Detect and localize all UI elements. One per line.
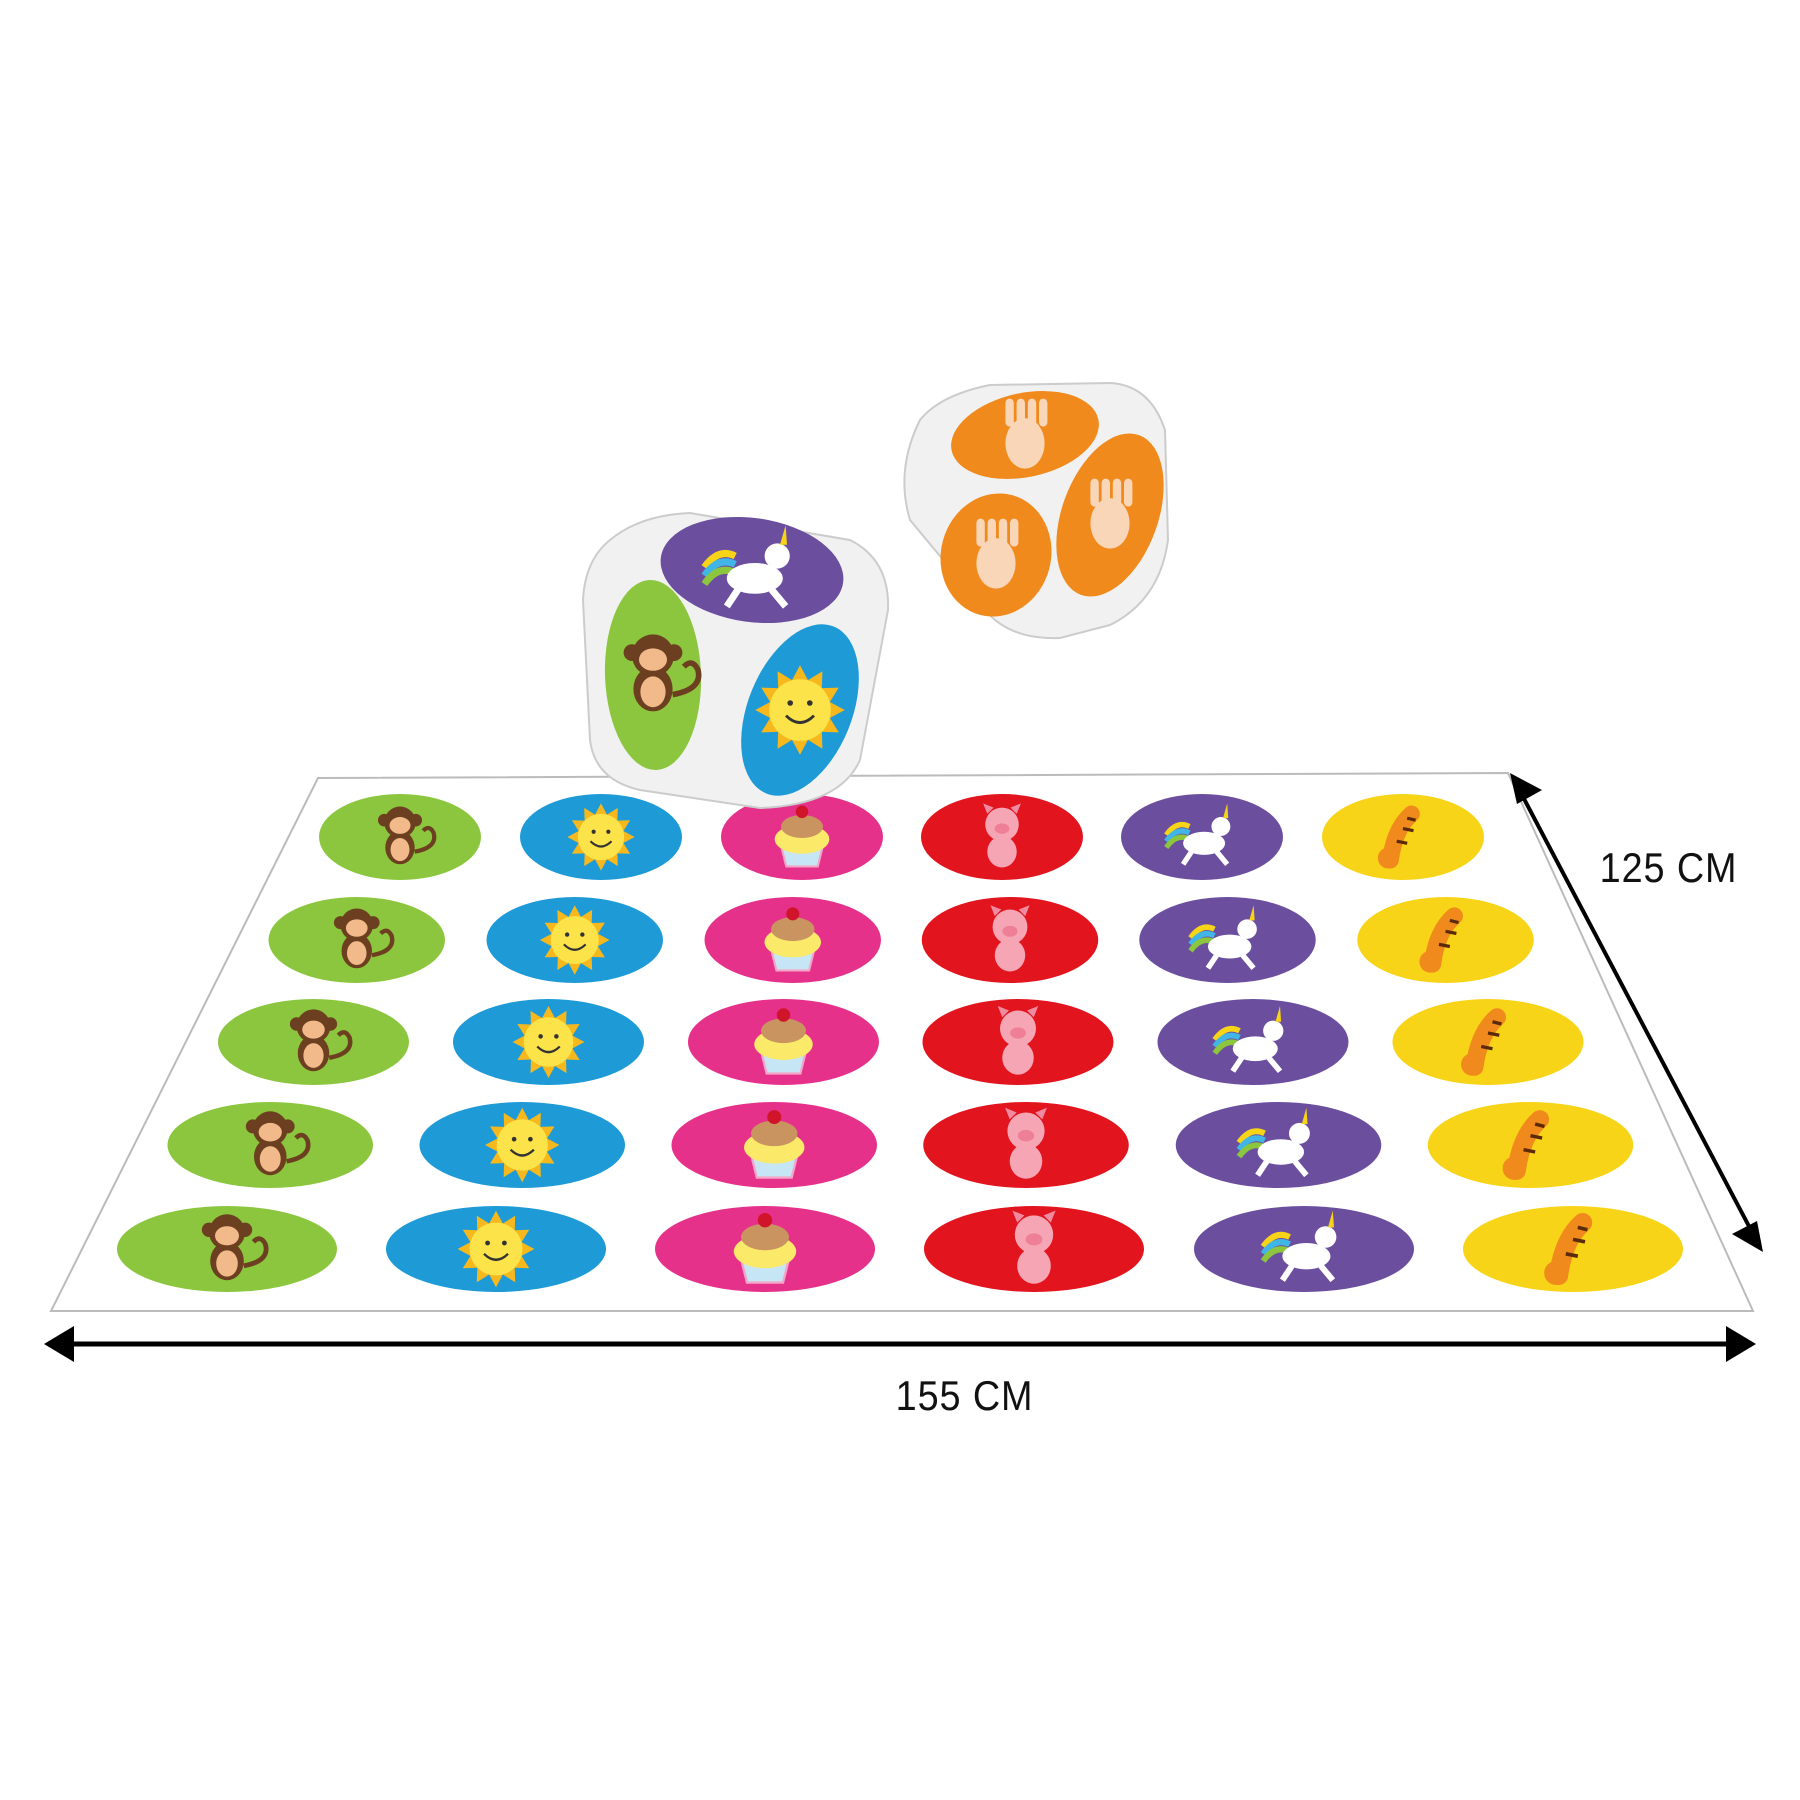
mat-tile-sun xyxy=(520,794,682,880)
sun-icon xyxy=(512,1006,585,1078)
cupcake-icon xyxy=(733,1213,797,1284)
dice xyxy=(581,381,1170,810)
sun-icon xyxy=(567,803,635,871)
mat-tile-pig xyxy=(924,1206,1144,1292)
mat-tile-sun xyxy=(386,1206,606,1292)
pig-icon xyxy=(1012,1210,1056,1284)
mat-tile-cupcake xyxy=(721,794,883,880)
unicorn-icon xyxy=(1236,1107,1310,1178)
mat-tile-tiger xyxy=(1392,999,1584,1085)
sun-icon xyxy=(755,665,845,755)
mat-tile-pig xyxy=(921,897,1099,983)
unicorn-icon xyxy=(1260,1210,1337,1283)
depth-label: 125 CM xyxy=(1599,844,1738,891)
hand-foot-die xyxy=(903,381,1170,640)
pig-icon xyxy=(983,803,1021,868)
mat-tile-monkey xyxy=(218,999,409,1085)
mat-tile-monkey xyxy=(167,1102,373,1188)
mat-tile-cupcake xyxy=(655,1206,875,1292)
monkey-icon xyxy=(289,1009,353,1072)
tiger-icon xyxy=(1544,1212,1593,1286)
mat-tile-tiger xyxy=(1322,794,1484,880)
mat-tile-cupcake xyxy=(671,1102,877,1188)
mat-tile-unicorn xyxy=(1121,794,1283,880)
mat-tile-unicorn xyxy=(1194,1206,1414,1292)
mat-tile-tiger xyxy=(1427,1102,1634,1188)
symbol-die xyxy=(581,511,890,810)
monkey-icon xyxy=(201,1214,269,1281)
mat-tile-unicorn xyxy=(1175,1102,1382,1188)
unicorn-icon xyxy=(701,525,790,609)
tiger-icon xyxy=(1377,805,1420,869)
tiger-icon xyxy=(1502,1110,1550,1180)
cupcake-icon xyxy=(754,1008,813,1075)
tiger-icon xyxy=(1461,1008,1506,1076)
unicorn-icon xyxy=(1188,905,1257,971)
foot-icon xyxy=(1005,398,1048,469)
tiger-icon xyxy=(1419,907,1463,973)
mat-tile-pig xyxy=(921,794,1083,880)
monkey-icon xyxy=(333,908,395,969)
hand-icon xyxy=(1090,478,1133,549)
pig-icon xyxy=(997,1006,1039,1075)
depth-arrow xyxy=(1510,773,1763,1252)
monkey-icon xyxy=(623,634,702,712)
mat-tiles xyxy=(117,794,1683,1292)
width-arrow xyxy=(44,1326,1756,1362)
mat-tile-cupcake xyxy=(688,999,879,1085)
cupcake-icon xyxy=(764,907,822,972)
mat-tile-cupcake xyxy=(704,897,881,983)
mat-tile-tiger xyxy=(1463,1206,1683,1292)
mat-tile-pig xyxy=(922,999,1114,1085)
mat-tile-sun xyxy=(486,897,663,983)
sun-icon xyxy=(539,905,610,975)
unicorn-icon xyxy=(1212,1006,1284,1074)
cupcake-icon xyxy=(744,1110,805,1179)
mat-tile-sun xyxy=(453,999,644,1085)
pig-icon xyxy=(990,905,1030,972)
mat-tile-monkey xyxy=(117,1206,337,1292)
width-label: 155 CM xyxy=(895,1372,1034,1419)
monkey-icon xyxy=(377,806,437,865)
mat-tile-sun xyxy=(419,1102,625,1188)
unicorn-icon xyxy=(1164,803,1231,866)
mat-tile-tiger xyxy=(1357,897,1534,983)
mat-tile-monkey xyxy=(319,794,481,880)
mat-tile-unicorn xyxy=(1157,999,1349,1085)
sun-icon xyxy=(485,1107,560,1183)
sun-icon xyxy=(457,1210,535,1288)
cupcake-icon xyxy=(774,805,830,868)
mat-tile-unicorn xyxy=(1139,897,1316,983)
mat-tile-pig xyxy=(923,1102,1129,1188)
pig-icon xyxy=(1005,1107,1047,1179)
monkey-icon xyxy=(245,1111,311,1176)
mat-tile-monkey xyxy=(268,897,445,983)
hand-icon xyxy=(976,518,1019,589)
